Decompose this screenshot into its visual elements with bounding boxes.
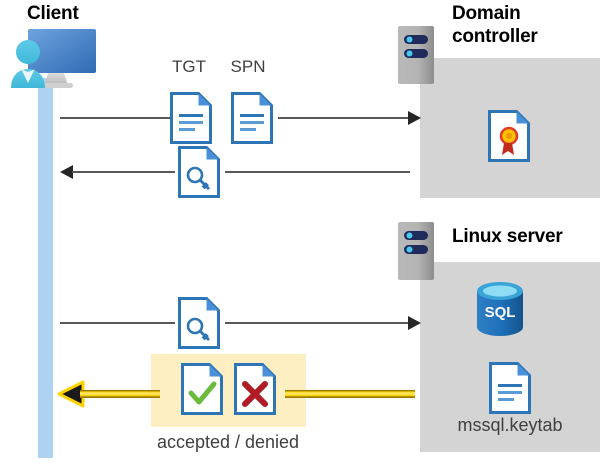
verdict-caption: accepted / denied <box>156 432 300 452</box>
flow-dc-to-client-arrowhead <box>60 165 73 179</box>
spn-document-icon <box>231 92 273 144</box>
flow-verdict-line-right <box>285 390 415 398</box>
ticket-key-document-icon-1 <box>178 146 220 198</box>
flow-client-to-linux-line-right <box>225 322 410 324</box>
accepted-document-icon <box>181 363 223 415</box>
client-workstation-icon <box>5 25 100 93</box>
flow-dc-to-client-line-right <box>225 171 410 173</box>
linux-server-icon <box>398 222 434 280</box>
client-title: Client <box>27 3 79 24</box>
verdict-highlight-box <box>151 354 306 427</box>
certificate-document-icon <box>488 110 530 162</box>
client-lifeline <box>38 78 53 458</box>
tgt-document-icon <box>170 92 212 144</box>
keytab-caption: mssql.keytab <box>457 415 563 435</box>
flow-dc-to-client-line-left <box>72 171 175 173</box>
ticket-key-document-icon-2 <box>178 297 220 349</box>
denied-document-icon <box>234 363 276 415</box>
flow-client-to-linux-line-left <box>60 322 175 324</box>
domain-controller-server-icon <box>398 26 434 84</box>
linux-server-title: Linux server <box>452 226 563 247</box>
flow-client-to-linux-arrowhead <box>408 316 421 330</box>
flow-client-to-dc-line-left <box>60 117 170 119</box>
sql-label: SQL <box>485 304 516 321</box>
spn-label: SPN <box>230 57 266 76</box>
tgt-label: TGT <box>172 57 206 76</box>
flow-client-to-dc-line-right <box>278 117 410 119</box>
flow-verdict-line-left <box>80 390 160 398</box>
domain-controller-title: Domain controller <box>452 3 538 47</box>
keytab-document-icon <box>489 362 531 414</box>
sql-database-icon: SQL <box>473 281 527 337</box>
flow-client-to-dc-arrowhead <box>408 111 421 125</box>
